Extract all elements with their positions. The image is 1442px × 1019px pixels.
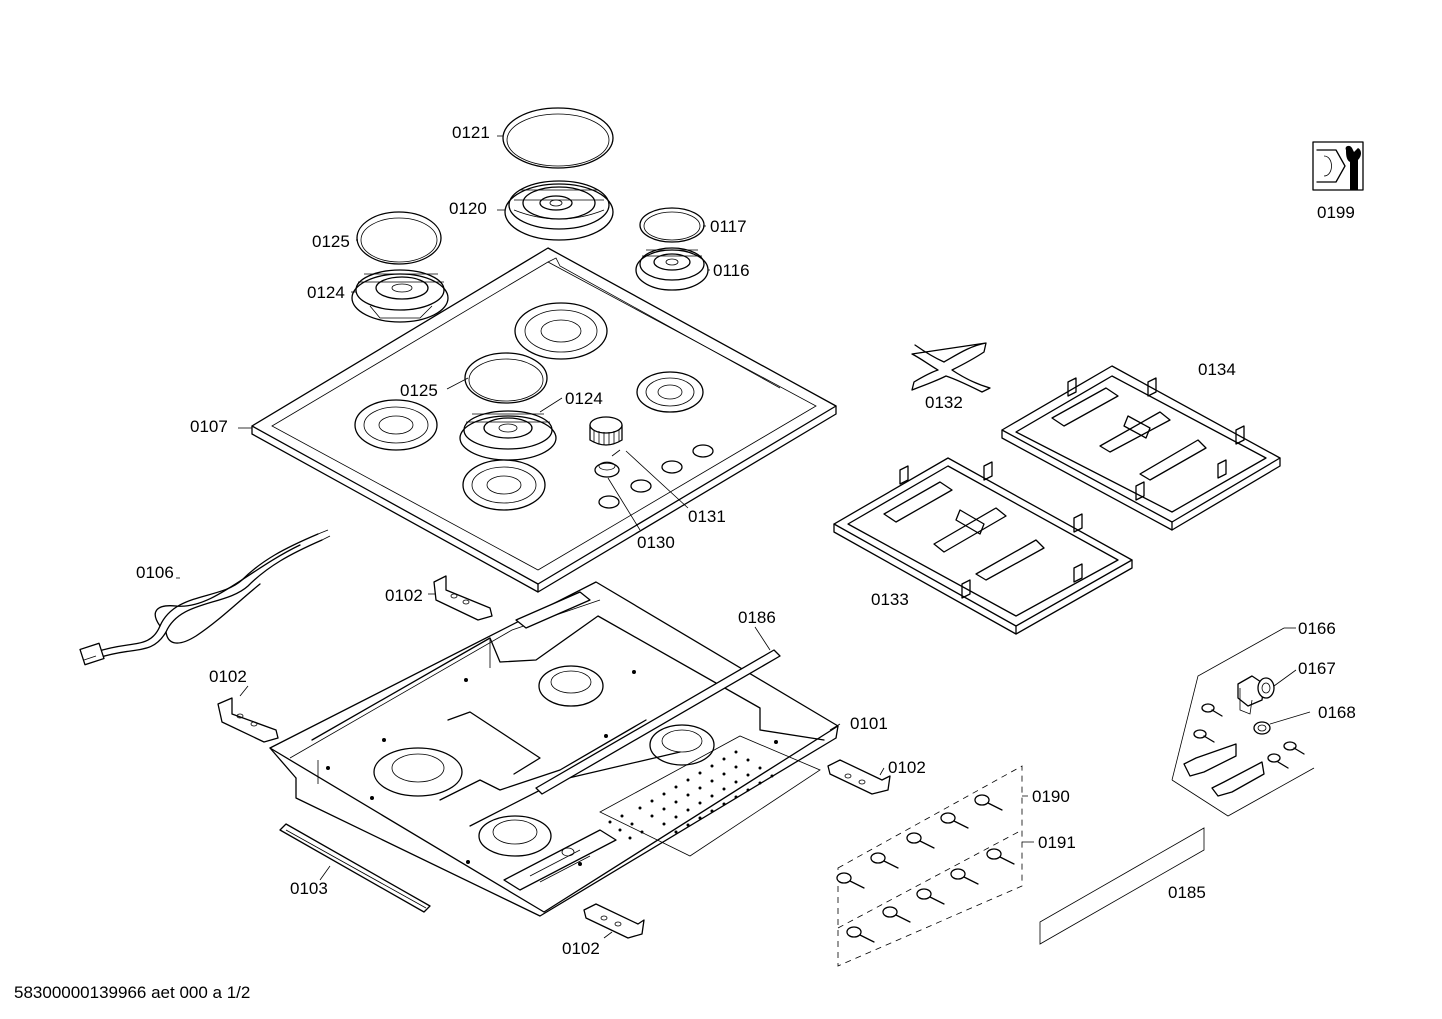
part-0199-service-kit[interactable]: [1312, 141, 1364, 191]
part-0116-burner-crown[interactable]: [635, 247, 709, 291]
label-0101: 0101: [850, 714, 888, 733]
part-0121-burner-cap[interactable]: [502, 107, 614, 169]
label-0107: 0107: [190, 417, 228, 436]
part-0133-pan-support[interactable]: [833, 457, 1133, 635]
part-0124-burner-crown[interactable]: [351, 269, 449, 323]
part-0120-burner-crown[interactable]: [504, 180, 614, 241]
label-0131: 0131: [688, 507, 726, 526]
label-0132: 0132: [925, 393, 963, 412]
label-0116: 0116: [713, 261, 750, 280]
label-0125-center: 0125: [400, 381, 438, 400]
label-0133: 0133: [871, 590, 909, 609]
label-0125-top: 0125: [312, 232, 350, 251]
part-0102-clamp-left[interactable]: [217, 697, 279, 743]
label-0191: 0191: [1038, 833, 1076, 852]
wrench-service-icon: [1345, 145, 1361, 190]
label-0103: 0103: [290, 879, 328, 898]
part-0134-pan-support[interactable]: [1001, 365, 1281, 531]
label-0106: 0106: [136, 563, 174, 582]
part-0102-clamp-top[interactable]: [433, 575, 493, 621]
part-labels: 0121 0120 0125 0124 0117 0116 0125 0124 …: [136, 123, 1356, 958]
part-0107-hob-top[interactable]: [251, 247, 837, 593]
label-0102-right: 0102: [888, 758, 926, 777]
tray-holes: [326, 670, 778, 866]
part-0186-support-bar[interactable]: [535, 649, 781, 795]
leader-lines: [351, 135, 710, 531]
perforation-grid: [608, 750, 774, 840]
label-0166: 0166: [1298, 619, 1336, 638]
label-0121: 0121: [452, 123, 490, 142]
part-0190-0191-screw-sets[interactable]: [836, 765, 1034, 967]
label-0124-top: 0124: [307, 283, 345, 302]
label-0185: 0185: [1168, 883, 1206, 902]
part-0101-base-tray[interactable]: [269, 581, 839, 917]
part-0166-hardware-set[interactable]: [1171, 627, 1315, 817]
label-0117: 0117: [710, 217, 747, 236]
label-0102-bottom: 0102: [562, 939, 600, 958]
part-0185-label-plate[interactable]: [1039, 827, 1205, 945]
label-0102-left: 0102: [209, 667, 247, 686]
label-0199: 0199: [1317, 203, 1355, 222]
label-0130: 0130: [637, 533, 675, 552]
label-0120: 0120: [449, 199, 487, 218]
part-0103-seal-strip[interactable]: [279, 823, 431, 913]
label-0168: 0168: [1318, 703, 1356, 722]
part-0102-clamp-right[interactable]: [827, 759, 891, 795]
part-0132-grate-clip[interactable]: [911, 342, 991, 393]
part-0117-burner-cap[interactable]: [639, 207, 705, 243]
leader-lines-lower: [176, 427, 885, 939]
part-0131-control-knob[interactable]: [589, 416, 623, 446]
label-0190: 0190: [1032, 787, 1070, 806]
hardware-screws: [1193, 703, 1305, 769]
label-0124-center: 0124: [565, 389, 603, 408]
part-0124-burner-crown-center[interactable]: [459, 410, 557, 461]
label-0102-top: 0102: [385, 586, 423, 605]
part-0125-burner-cap[interactable]: [356, 211, 442, 265]
part-0130-knob-base[interactable]: [594, 461, 620, 478]
document-id: 58300000139966 aet 000 a 1/2: [14, 983, 250, 1002]
label-0186: 0186: [738, 608, 776, 627]
part-0106-power-cable[interactable]: [79, 529, 331, 666]
label-0134: 0134: [1198, 360, 1236, 379]
screw-group: [836, 794, 1015, 943]
label-0167: 0167: [1298, 659, 1336, 678]
part-0167-gas-elbow[interactable]: [1237, 675, 1275, 715]
part-0125-burner-cap-center[interactable]: [464, 352, 548, 404]
part-0168-washer[interactable]: [1253, 721, 1271, 735]
part-0102-clamp-bottom[interactable]: [583, 903, 645, 939]
